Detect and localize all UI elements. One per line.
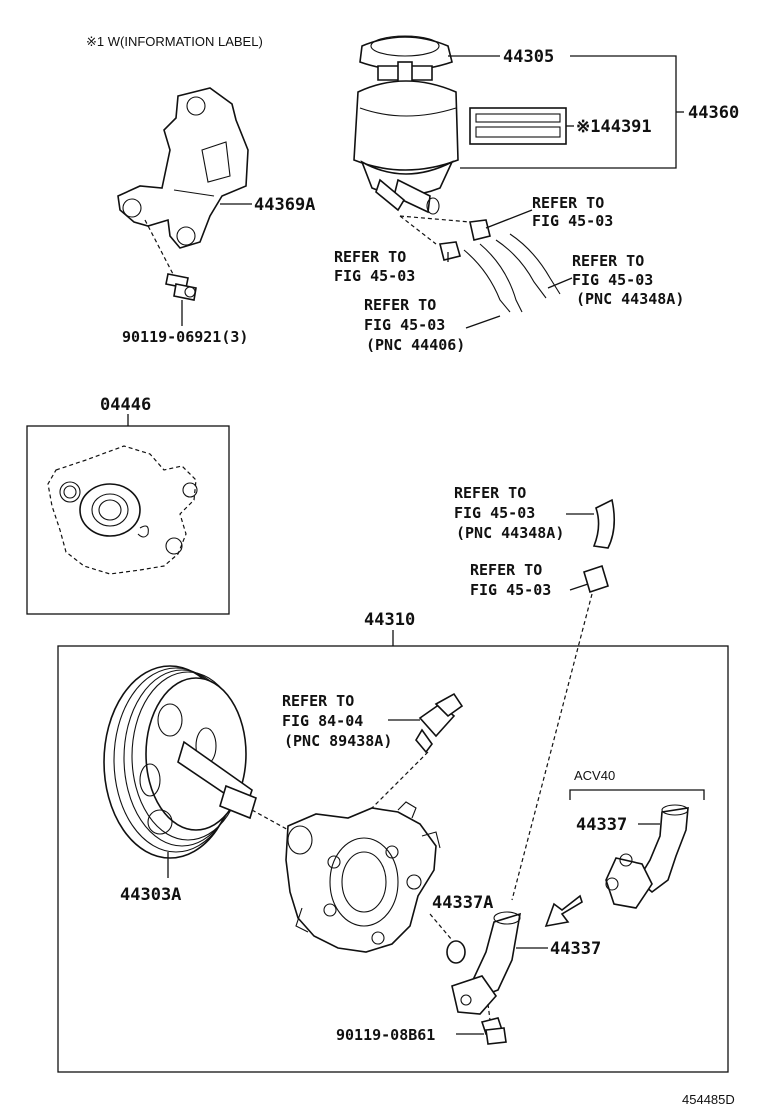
part-number-44310[interactable]: 44310 <box>364 610 415 630</box>
return-hose-drawing <box>592 498 616 549</box>
shaft-dash-line <box>251 809 293 833</box>
ref-fig-45-03-f-line2[interactable]: FIG 45-03 <box>470 581 551 599</box>
ref-fig-45-03-e-pnc[interactable]: (PNC 44348A) <box>456 524 564 542</box>
information-label-drawing <box>469 107 567 145</box>
bolt-2-dash <box>487 1003 491 1021</box>
leader-ref4 <box>465 315 501 329</box>
ref-fig-45-03-d-pnc[interactable]: (PNC 44406) <box>366 336 465 354</box>
gasket-kit-box <box>26 425 230 615</box>
part-number-90119-06921[interactable]: 90119-06921(3) <box>122 328 248 346</box>
part-number-44303A[interactable]: 44303A <box>120 885 181 905</box>
suction-union-drawing <box>451 911 522 1015</box>
ref-fig-45-03-d-line1[interactable]: REFER TO <box>364 296 436 314</box>
union-bolt-drawing <box>480 1017 507 1045</box>
bracket-drawing <box>117 87 249 249</box>
reservoir-tank-drawing <box>353 80 459 215</box>
ref-fig-45-03-a-line1[interactable]: REFER TO <box>532 194 604 212</box>
variant-bracket <box>569 789 705 800</box>
bolt-drawing <box>165 273 197 301</box>
clamp-dash-2 <box>399 215 471 223</box>
part-number-04446[interactable]: 04446 <box>100 395 151 415</box>
information-label-note: ※1 W(INFORMATION LABEL) <box>86 34 263 49</box>
ref-fig-45-03-a-line2[interactable]: FIG 45-03 <box>532 212 613 230</box>
ref-fig-45-03-d-line2[interactable]: FIG 45-03 <box>364 316 445 334</box>
ref-fig-45-03-e-line1[interactable]: REFER TO <box>454 484 526 502</box>
part-number-44337-main[interactable]: 44337 <box>550 939 601 959</box>
hose-clamp-drawing <box>583 564 609 594</box>
clamp-to-union-dash <box>511 593 593 901</box>
ref-fig-45-03-c-line2[interactable]: FIG 45-03 <box>572 271 653 289</box>
reservoir-hoses-drawing <box>439 219 561 313</box>
ref-fig-45-03-b-line2[interactable]: FIG 45-03 <box>334 267 415 285</box>
reservoir-cap-drawing <box>359 35 453 83</box>
diagram-id: 454485D <box>682 1092 735 1107</box>
alternate-union-drawing <box>605 804 689 909</box>
o-ring-drawing <box>446 940 466 964</box>
ref-fig-45-03-f-line1[interactable]: REFER TO <box>470 561 542 579</box>
leader-ref6 <box>569 583 589 591</box>
ref-fig-45-03-e-line2[interactable]: FIG 45-03 <box>454 504 535 522</box>
pump-body-drawing <box>285 801 441 953</box>
ref-fig-45-03-c-pnc[interactable]: (PNC 44348A) <box>576 290 684 308</box>
part-number-44337-alt[interactable]: 44337 <box>576 815 627 835</box>
bolt-dash-line <box>144 219 175 277</box>
o-ring-dash <box>429 913 453 941</box>
pressure-switch-drawing <box>415 692 464 754</box>
part-number-90119-08B61[interactable]: 90119-08B61 <box>336 1026 435 1044</box>
ref-fig-84-04-pnc[interactable]: (PNC 89438A) <box>284 732 392 750</box>
pump-assembly-box <box>57 645 729 1073</box>
pulley-drawing <box>103 665 257 859</box>
ref-fig-84-04-line1[interactable]: REFER TO <box>282 692 354 710</box>
part-number-44337A[interactable]: 44337A <box>432 893 493 913</box>
variant-label-acv40[interactable]: ACV40 <box>574 768 615 783</box>
part-number-44369A[interactable]: 44369A <box>254 195 315 215</box>
switch-dash-line <box>371 751 429 809</box>
leader-ref1 <box>485 209 533 229</box>
leader-ref3 <box>547 277 573 289</box>
clamp-dash-1 <box>399 215 437 245</box>
part-number-44360[interactable]: 44360 <box>688 103 739 123</box>
part-number-44305[interactable]: 44305 <box>503 47 554 67</box>
ref-fig-45-03-c-line1[interactable]: REFER TO <box>572 252 644 270</box>
ref-fig-84-04-line2[interactable]: FIG 84-04 <box>282 712 363 730</box>
part-number-44391[interactable]: ※144391 <box>576 117 652 137</box>
direction-arrow-icon <box>544 894 583 928</box>
gasket-kit-drawing <box>47 445 198 575</box>
ref-fig-45-03-b-line1[interactable]: REFER TO <box>334 248 406 266</box>
